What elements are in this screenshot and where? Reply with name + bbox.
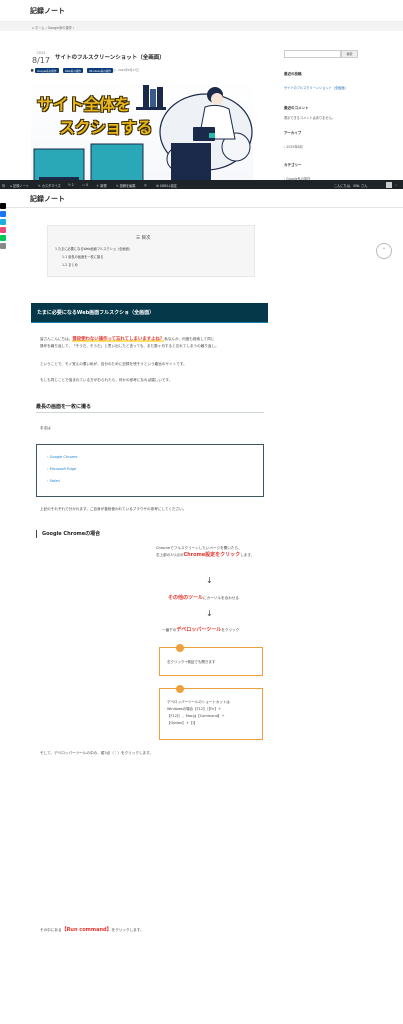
post-date-box: 2025 8/17 <box>32 51 50 65</box>
admin-seo[interactable]: ◎ <box>144 182 147 187</box>
list-item: ・Google Chrome <box>46 455 78 459</box>
x-share-icon[interactable] <box>0 203 6 209</box>
hero-text-line1: サイト全体を <box>37 95 131 114</box>
post-monthday: 8/17 <box>32 56 50 65</box>
home-icon: ⌂ <box>32 25 36 30</box>
admin-edit-post[interactable]: ✎ 投稿を編集 <box>116 183 136 188</box>
hatena-share-icon[interactable] <box>0 219 6 225</box>
toc-item[interactable]: 1-2 まとめ <box>62 263 78 267</box>
toc-title: ☰ 目次 <box>136 236 151 241</box>
clock-icon: ◷ <box>113 68 116 72</box>
tag-google[interactable]: Google系の操作 <box>35 68 59 73</box>
hero-illustration <box>33 85 253 181</box>
info-icon <box>176 685 184 693</box>
archive-item[interactable]: › 2025年8月 <box>284 145 303 149</box>
admin-greeting[interactable]: こんにちは、SWL さん <box>334 183 368 188</box>
admin-swell-settings[interactable]: ⚙ SWELL設定 <box>156 183 177 188</box>
copy-link-icon[interactable] <box>0 243 6 249</box>
chrome-step-2: その他のツールにカーソルを合わせる <box>168 595 239 601</box>
folder-icon: ▆ <box>31 68 34 72</box>
paragraph: もしも同じことで悩まれている方がおられたら、何かの参考になれば嬉しいです。 <box>40 378 173 382</box>
breadcrumb-tail: › <box>72 25 75 30</box>
list-item: ・Safari <box>46 479 61 483</box>
recent-posts-heading: 最近の投稿 <box>284 72 302 76</box>
run-command-paragraph: その中にある【Run command】をクリックします。 <box>40 927 144 933</box>
list-item: ・Microsoft Edge <box>46 467 77 471</box>
page-title: サイトのフルスクリーンショット（全画面） <box>55 55 165 61</box>
no-comments-text: 表示できるコメントはありません。 <box>284 116 335 120</box>
toc-item[interactable]: 1-1 最長の画面を一枚に撮る <box>62 255 104 259</box>
admin-new[interactable]: ＋ 新規 <box>96 183 107 188</box>
search-button[interactable]: 検索 <box>341 50 358 58</box>
paragraph: ということで、モノ覚えの悪い私が、自分のために記録を残そうという趣旨のサイトです… <box>40 362 187 366</box>
recent-post-link[interactable]: サイトのフルスクリーンショット（全画面） <box>284 86 348 90</box>
line-share-icon[interactable] <box>0 235 6 241</box>
browser-list-box <box>36 444 264 497</box>
hero-image: サイト全体を スクショする <box>31 77 253 181</box>
avatar[interactable] <box>386 181 392 188</box>
admin-bar: Ⓦ ⌂ 記録ノート ✎ カスタマイズ ↻ 2 ▭ 0 ＋ 新規 ✎ 投稿を編集 … <box>0 180 403 189</box>
paragraph: 手法は <box>40 426 51 430</box>
toc-item[interactable]: 1 たまに必要になるWeb画面フルスクショ（全画面） <box>55 247 132 251</box>
subsection-heading: 最長の画面を一枚に撮る <box>36 404 92 410</box>
archive-heading: アーカイブ <box>284 131 302 135</box>
breadcrumb-sep: › <box>45 25 47 30</box>
post-year: 2025 <box>36 51 46 55</box>
site-title[interactable]: 記録ノート <box>30 7 65 15</box>
admin-updates[interactable]: ↻ 2 <box>68 182 74 187</box>
paragraph: 上記のそれぞれで分かれます。ご自身が普段使われているブラウザの参考にしてください… <box>40 507 187 511</box>
breadcrumb-category[interactable]: Google系の操作 <box>47 25 72 30</box>
admin-comments[interactable]: ▭ 0 <box>82 182 89 187</box>
admin-customize[interactable]: ✎ カスタマイズ <box>38 183 61 188</box>
category-heading: カテゴリー <box>284 163 302 167</box>
info-icon <box>176 644 184 652</box>
search-input[interactable] <box>284 50 341 58</box>
tag-windows[interactable]: Windows系の操作 <box>87 68 113 73</box>
chrome-step-1: Chromeでフルスクリーンしたいページを開いたら、 右上部の3つ点のChrom… <box>156 546 255 558</box>
site-header <box>0 0 403 22</box>
chrome-step-3: 一番下のデベロッパーツールをクリック <box>162 627 240 633</box>
breadcrumb-home[interactable]: ホーム <box>35 25 45 30</box>
hero-text-line2: スクショする <box>59 118 153 137</box>
intro-paragraph: 皆さんこんにちは。普段使わない操作って忘れてしまいますよね？私なんか、何度も検索… <box>40 337 219 348</box>
pocket-share-icon[interactable] <box>0 227 6 233</box>
chrome-heading: Google Chromeの場合 <box>36 530 100 538</box>
down-arrow: ↓ <box>206 609 213 618</box>
facebook-share-icon[interactable] <box>0 211 6 217</box>
table-of-contents <box>47 225 255 277</box>
share-buttons <box>0 203 6 251</box>
highlight-text: 普段使わない操作って忘れてしまいますよね？ <box>72 337 165 342</box>
category-item[interactable]: › Google系の操作 <box>284 177 311 181</box>
note-box: 右クリック→検証でも開きます <box>159 644 263 676</box>
admin-site-link[interactable]: ⌂ 記録ノート <box>10 183 29 188</box>
post-date: 2025年8月17日 <box>118 68 139 72</box>
sticky-header <box>0 189 403 208</box>
recent-comments-heading: 最近のコメント <box>284 106 309 110</box>
wordpress-icon[interactable]: Ⓦ <box>2 183 6 188</box>
breadcrumb: ⌂ ホーム › Google系の操作 › <box>0 22 403 31</box>
shortcut-note-text: デベロッパーツールのショートカットは Windowsの場合【F12】（【Fn】＋… <box>167 700 230 725</box>
sticky-site-title[interactable]: 記録ノート <box>30 195 65 203</box>
paragraph: そして、デベロッパーツールの中の、縦3点（⋮）をクリックします。 <box>40 751 153 755</box>
shortcut-note-box: デベロッパーツールのショートカットは Windowsの場合【F12】（【Fn】＋… <box>159 685 263 740</box>
section-heading: たまに必要になるWeb画面フルスクショ（全画面） <box>31 303 268 323</box>
heading-underline <box>36 412 264 413</box>
down-arrow: ↓ <box>206 576 213 585</box>
note-text: 右クリック→検証でも開きます <box>167 660 216 664</box>
admin-search-icon[interactable]: ⌕ <box>395 182 397 187</box>
tag-web[interactable]: Web系の操作 <box>63 68 84 73</box>
back-to-top-button[interactable]: ⌃ <box>376 243 392 259</box>
